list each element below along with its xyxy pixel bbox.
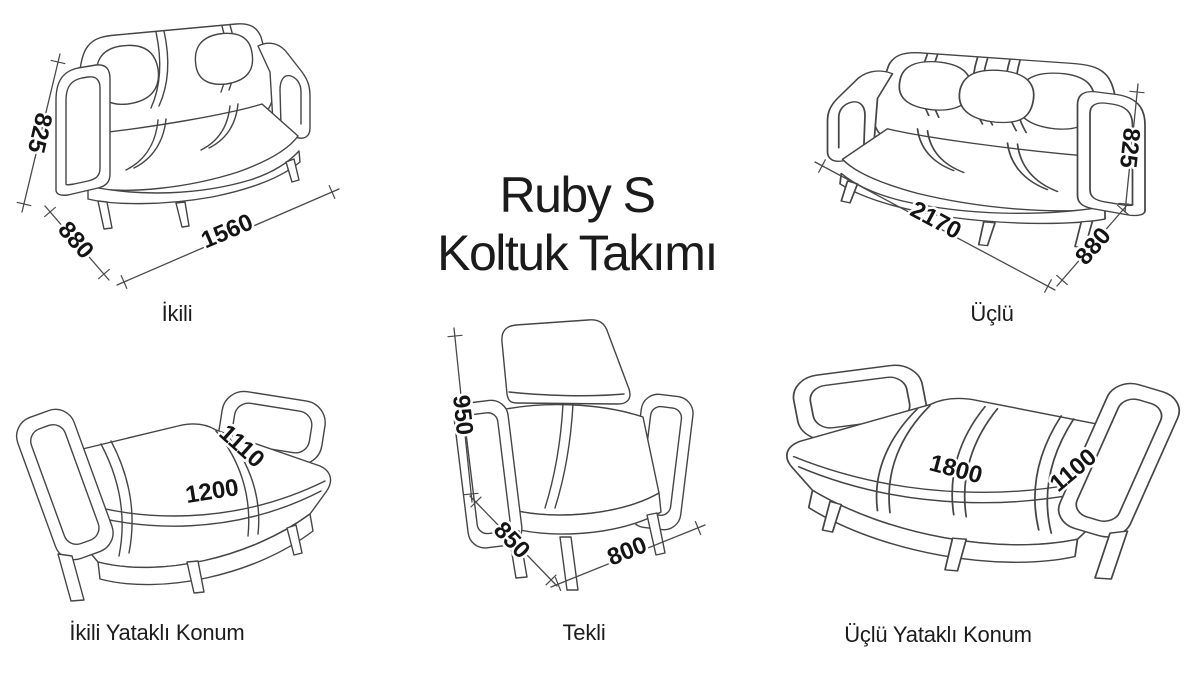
uclu-width-dim: 2170 [906, 196, 966, 245]
uclu-bed-extra-details [951, 405, 999, 518]
product-title-line2: Koltuk Takımı [437, 225, 718, 281]
product-title: Ruby S Koltuk Takımı [437, 166, 718, 282]
ikili-height-dim: 825 [22, 110, 57, 155]
ikili-sofa-drawing [55, 23, 311, 230]
ikili-width-dim: 1560 [197, 209, 257, 255]
uclu-sofa-extra-details [958, 56, 1035, 126]
ikili-depth-dim: 880 [52, 216, 99, 264]
uclu-bed-drawing [785, 361, 1188, 580]
uclu-height-dim: 825 [1114, 127, 1145, 170]
tekli-width-dim: 800 [604, 531, 651, 571]
product-title-line1: Ruby S [499, 167, 656, 223]
tekli-label: Tekli [562, 620, 606, 645]
ikili-yatakli-label: İkili Yataklı Konum [69, 620, 245, 645]
tekli-armchair-drawing [453, 319, 694, 591]
ikili-bed-drawing [15, 390, 332, 602]
tekli-height-dim: 950 [447, 394, 478, 437]
uclu-label: Üçlü [970, 301, 1014, 326]
dimension-lines [16, 53, 1145, 592]
ikili-label: İkili [161, 301, 193, 326]
uclu-yatakli-label: Üçlü Yataklı Konum [844, 622, 1032, 647]
